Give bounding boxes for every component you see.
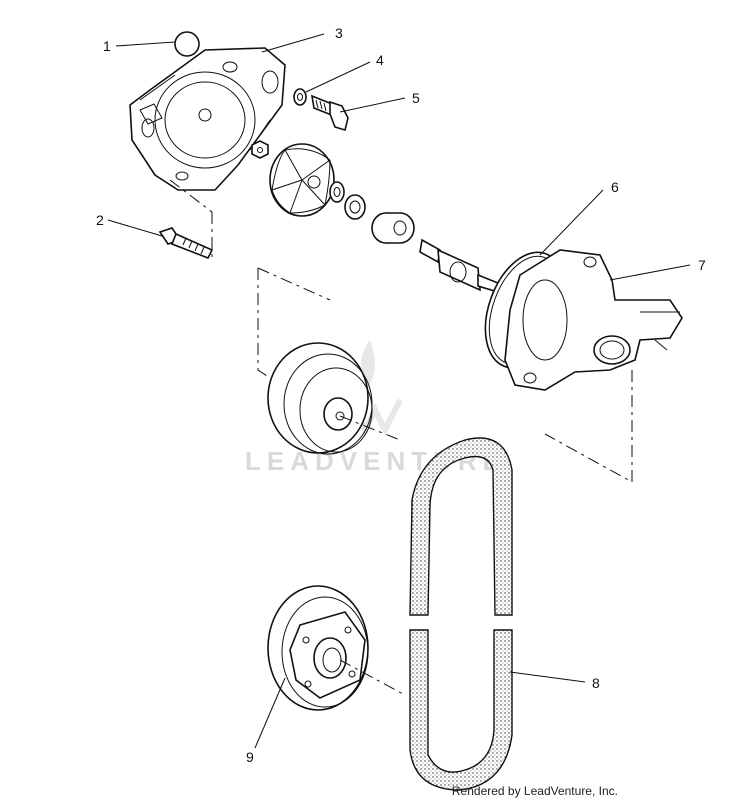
pump-shaft[interactable] <box>419 238 499 294</box>
part-2-bolt[interactable] <box>158 227 214 260</box>
callout-9: 9 <box>246 749 254 765</box>
leader-lines <box>107 33 691 749</box>
callout-7: 7 <box>698 257 706 273</box>
callout-5: 5 <box>412 90 420 106</box>
part-7-pump-housing[interactable] <box>504 249 683 391</box>
part-8-v-belt[interactable] <box>409 437 513 791</box>
part-4-washer[interactable] <box>293 88 307 106</box>
part-5-bolt[interactable] <box>310 94 349 132</box>
upper-pulley[interactable] <box>267 342 373 455</box>
callout-1: 1 <box>103 38 111 54</box>
seal-ring[interactable] <box>344 194 366 220</box>
callout-4: 4 <box>376 52 384 68</box>
callout-2: 2 <box>96 212 104 228</box>
callout-8: 8 <box>592 675 600 691</box>
impeller[interactable] <box>269 143 335 217</box>
part-3-pump-cover[interactable] <box>129 47 286 191</box>
impeller-nut[interactable] <box>251 140 269 159</box>
part-9-crank-pulley[interactable] <box>267 585 369 711</box>
callout-3: 3 <box>335 25 343 41</box>
callout-6: 6 <box>611 179 619 195</box>
seal-ring-small[interactable] <box>329 181 345 203</box>
part-1-o-ring[interactable] <box>174 31 200 57</box>
assembly-center-lines <box>169 179 633 696</box>
mechanical-seal[interactable] <box>371 212 415 244</box>
credit-text: Rendered by LeadVenture, Inc. <box>451 784 618 798</box>
